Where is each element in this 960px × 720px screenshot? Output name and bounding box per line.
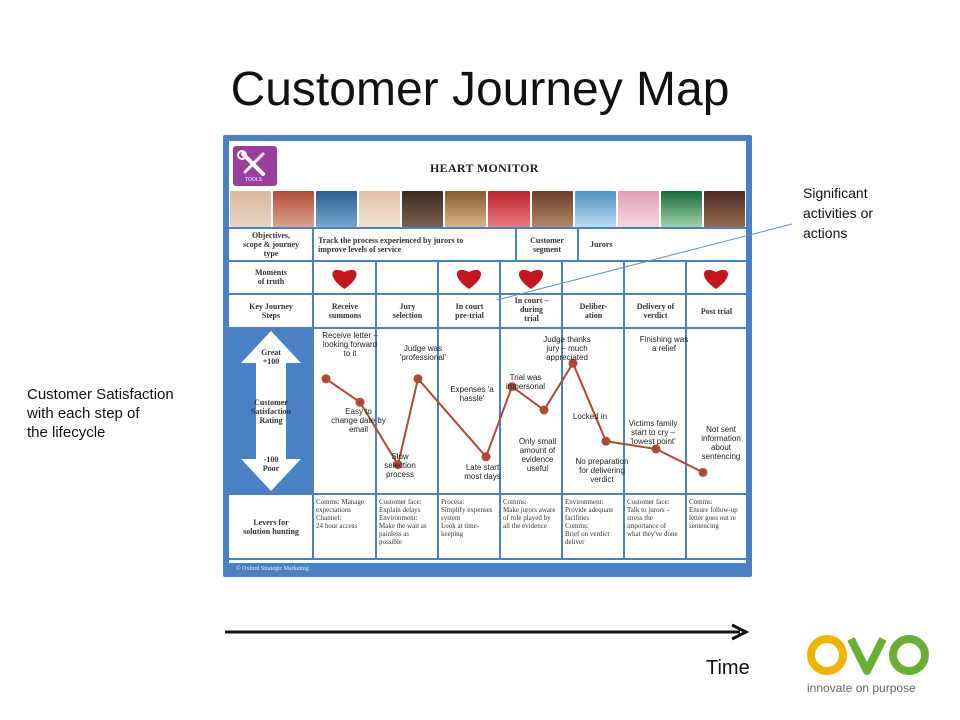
moment-of-truth-heart-icon (518, 269, 544, 289)
objectives-text: Track the process experienced by jurors … (318, 236, 464, 254)
logo-letter-o-right (889, 635, 929, 675)
photo (402, 191, 444, 227)
journey-annotation: Judge was 'professional' (399, 344, 447, 362)
satisfaction-point (393, 460, 403, 470)
satisfaction-point (698, 467, 708, 477)
segment-label: Customer segment (530, 236, 564, 254)
photo (359, 191, 401, 227)
steps-label: Key Journey Steps (249, 302, 293, 320)
journey-annotation: Receive letter – looking forward to it (322, 331, 378, 358)
satisfaction-point (601, 436, 611, 446)
journey-annotation: Only small amount of evidence useful (518, 437, 557, 473)
photo (703, 191, 745, 227)
time-label: Time (706, 657, 750, 679)
satisfaction-point (568, 358, 578, 368)
journey-annotation: Victims family start to cry – 'lowest po… (628, 419, 678, 446)
heart-monitor-title: HEART MONITOR (430, 161, 539, 175)
photo (574, 191, 616, 227)
ovo-logo (807, 635, 929, 675)
journey-annotation: Late start most days (464, 463, 501, 481)
satisfaction-point (413, 374, 423, 384)
moments-label: Moments of truth (255, 268, 287, 286)
tools-icon: TOOLS (233, 146, 277, 186)
journey-annotation: No preparation for delivering verdict (575, 457, 629, 484)
journey-annotation: Locked in (572, 412, 608, 421)
moment-of-truth-heart-icon (456, 269, 482, 289)
moment-of-truth-heart-icon (703, 269, 729, 289)
callout-label: Significant activities or actions (803, 185, 874, 241)
slide-title: Customer Journey Map (230, 63, 730, 116)
callout-pointer (496, 223, 793, 301)
logo-letter-v (847, 637, 887, 675)
journey-annotation: Expenses 'a hassle' (450, 385, 494, 403)
segment-value: Jurors (590, 240, 613, 249)
photo (273, 191, 315, 227)
journey-step: Post trial (700, 307, 733, 316)
journey-annotation: Easy to change date by email (331, 407, 386, 434)
moment-of-truth-heart-icon (332, 269, 357, 289)
journey-annotation: Not sent information about sentencing (701, 425, 741, 461)
journey-annotation: Trial was impersonal (505, 373, 546, 391)
photo (230, 191, 272, 227)
photo (617, 191, 659, 227)
photo-strip (229, 190, 746, 228)
satisfaction-point (651, 444, 661, 454)
tools-badge: TOOLS (245, 177, 262, 183)
objectives-label: Objectives, scope & journey type (243, 231, 299, 258)
photo (445, 191, 487, 227)
photo (531, 191, 573, 227)
satisfaction-point (355, 397, 365, 407)
heart-monitor-inner (229, 141, 746, 563)
satisfaction-point (321, 374, 331, 384)
journey-step: Deliber-ation (579, 302, 608, 320)
side-label: Customer Satisfaction with each step of … (27, 386, 174, 441)
photo (660, 191, 702, 227)
photo (488, 191, 530, 227)
journey-annotation: Slow selection process (384, 452, 416, 479)
satisfaction-point (539, 405, 549, 415)
lever-text: Customer face:Talk to jurors –stress the… (627, 498, 678, 538)
copyright: © Oxford Strategic Marketing (236, 566, 309, 572)
satisfaction-point (481, 452, 491, 462)
journey-annotation: Finishing was a relief (639, 335, 689, 353)
satisfaction-point (507, 382, 517, 392)
time-arrow-head (731, 623, 750, 641)
logo-tagline: innovate on purpose (807, 681, 916, 695)
logo-letter-o-left (807, 635, 847, 675)
rating-great-label: Great+100 (261, 348, 281, 366)
photo (316, 191, 358, 227)
rating-double-arrow (241, 331, 301, 491)
journey-annotation: Judge thanks jury – much appreciated (543, 335, 591, 362)
